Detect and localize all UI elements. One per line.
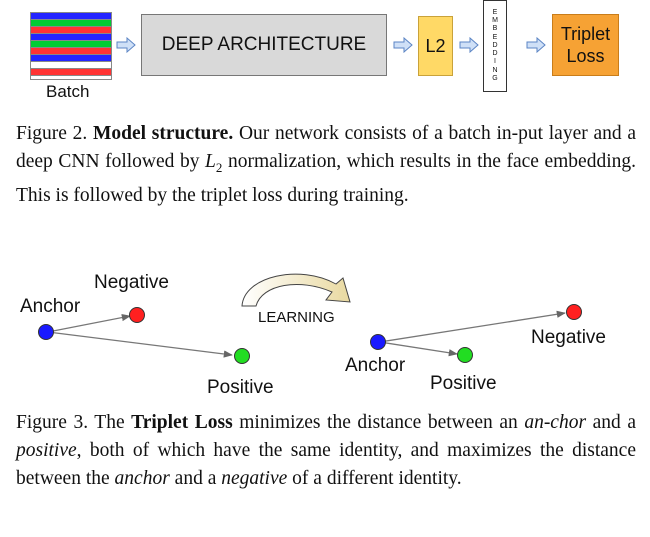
embedding-letter: D (492, 50, 498, 58)
anchor-negative-line (379, 310, 566, 343)
embedding-letter: G (492, 74, 498, 82)
triplet-loss-diagram: Negative Anchor Positive LEARNING Negati… (0, 258, 650, 408)
triplet-loss-block: Triplet Loss (552, 14, 619, 76)
positive-label: Positive (207, 377, 274, 398)
embedding-letter: B (492, 25, 498, 33)
figure-3-caption: Figure 3. The Triplet Loss minimizes the… (16, 412, 636, 489)
positive-point (457, 347, 473, 363)
figure-2-caption: Figure 2. Model structure. Our network c… (16, 123, 636, 206)
negative-point (129, 307, 145, 323)
embedding-letter: E (492, 33, 498, 41)
triplet-label: Triplet (560, 24, 611, 44)
anchor-negative-line (47, 313, 131, 333)
embedding-letter: N (492, 66, 498, 74)
anchor-label: Anchor (345, 355, 406, 376)
batch-stripe (31, 27, 111, 34)
batch-label: Batch (46, 82, 90, 101)
batch-stripe (31, 20, 111, 27)
positive-label: Positive (430, 373, 497, 394)
anchor-point (38, 324, 54, 340)
anchor-point (370, 334, 386, 350)
negative-point (566, 304, 582, 320)
batch-stripe (31, 34, 111, 41)
l2-normalization-block: L2 (418, 16, 453, 76)
anchor-positive-line (379, 341, 458, 357)
positive-point (234, 348, 250, 364)
arrow-icon (116, 37, 136, 53)
anchor-label: Anchor (20, 296, 81, 317)
batch-stripe (31, 13, 111, 20)
batch-stripe (31, 55, 111, 62)
learning-label: LEARNING (258, 309, 335, 326)
batch-stripe (31, 48, 111, 55)
embedding-letter: I (494, 58, 496, 66)
batch-stripe (31, 41, 111, 48)
embedding-letter: M (492, 17, 498, 25)
batch-stripe (31, 69, 111, 76)
triplet-diagram-svg (38, 273, 582, 364)
arrow-icon (459, 37, 479, 53)
batch-stripe (31, 76, 111, 79)
batch-stripe (31, 62, 111, 69)
loss-label: Loss (566, 46, 605, 66)
anchor-positive-line (47, 331, 233, 358)
batch-images (30, 12, 112, 80)
negative-label: Negative (531, 327, 606, 348)
deep-architecture-block: DEEP ARCHITECTURE (141, 14, 387, 76)
negative-label: Negative (94, 272, 169, 293)
arrow-icon (526, 37, 546, 53)
learning-arrow-icon (241, 273, 351, 307)
embedding-letter: D (492, 41, 498, 49)
arrow-icon (393, 37, 413, 53)
embedding-letter: E (492, 9, 498, 17)
